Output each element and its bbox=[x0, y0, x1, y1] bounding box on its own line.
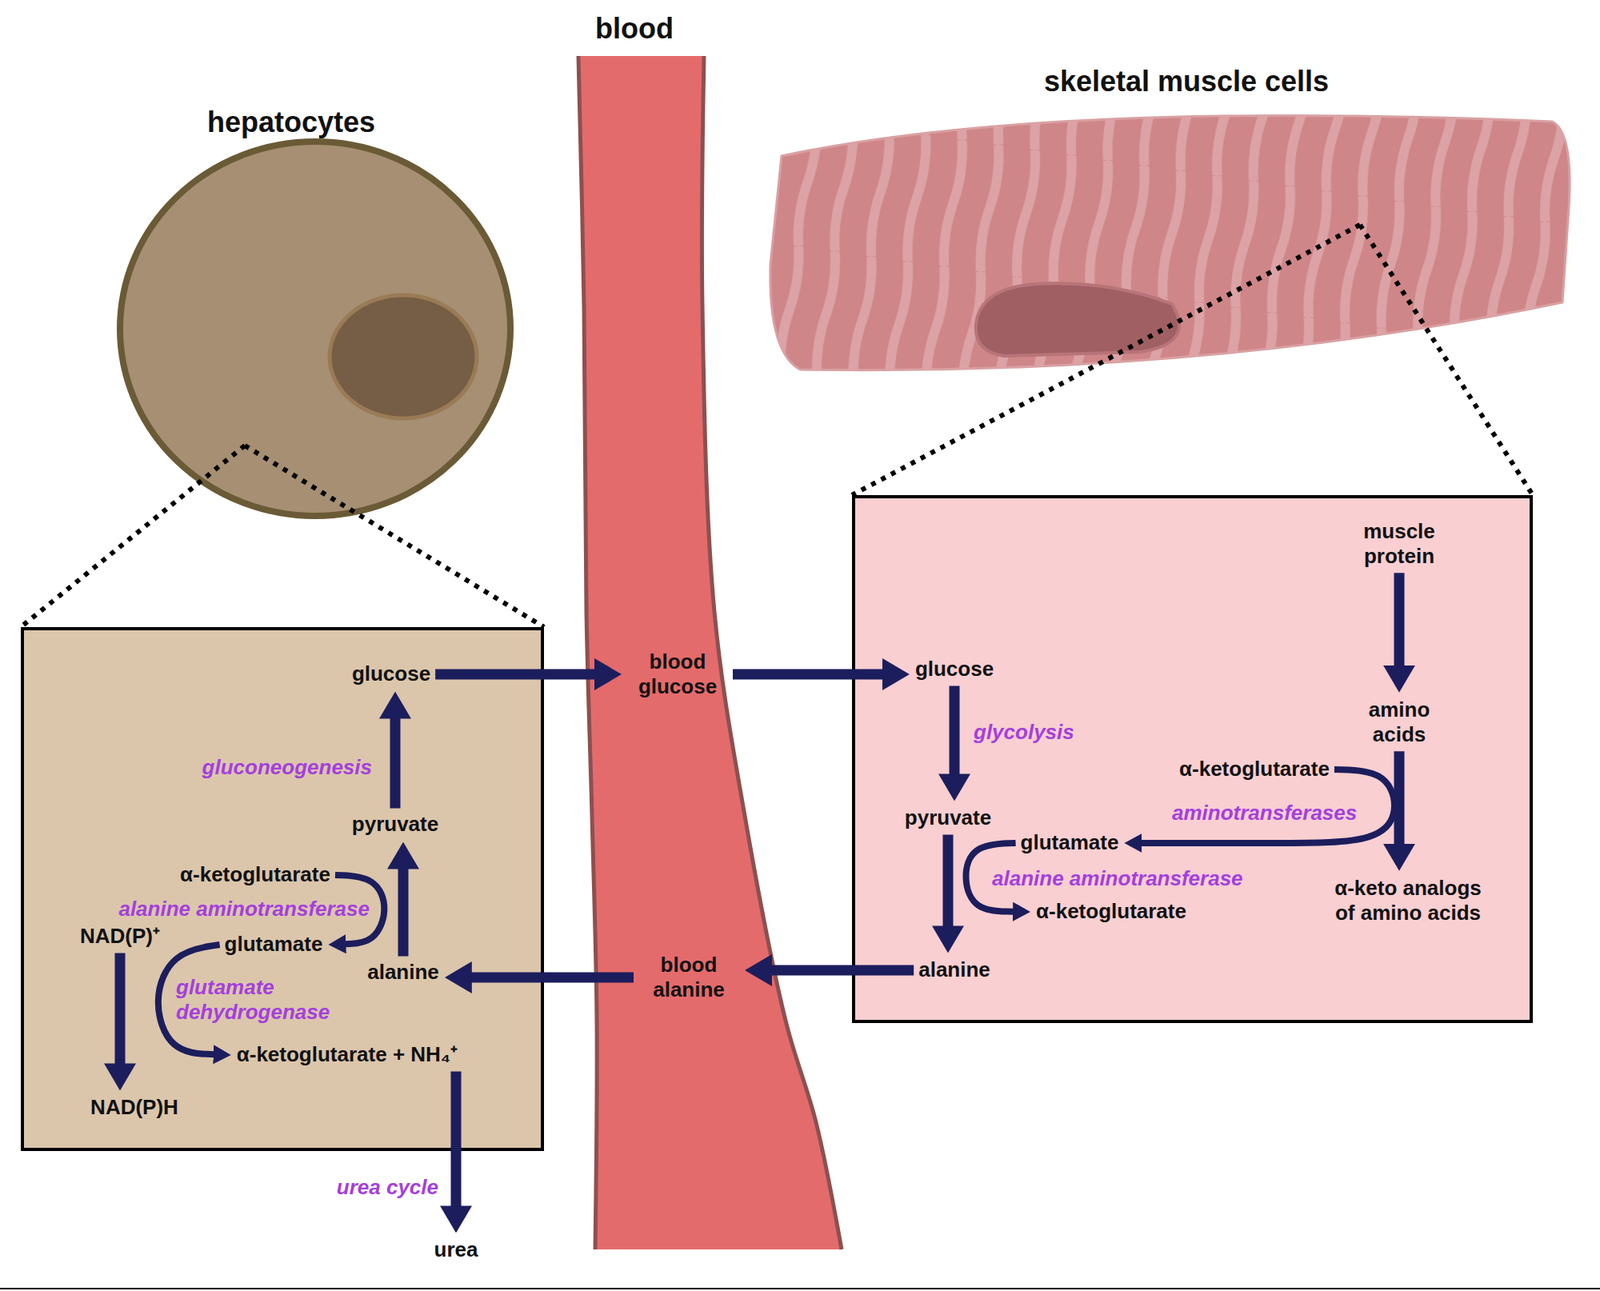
metabolite-name: glutamate bbox=[1019, 829, 1121, 856]
metabolite-name: α-ketoglutarate bbox=[1177, 756, 1332, 783]
metabolite-label: glucose bbox=[350, 660, 432, 688]
enzyme-label: alanine aminotransferase bbox=[992, 866, 1244, 892]
metabolite-name: α-ketoglutarate bbox=[178, 861, 332, 888]
metabolite-name: glucose bbox=[913, 656, 996, 683]
metabolite-name: glucose bbox=[350, 660, 432, 688]
metabolite-label: α-ketoglutarate + NH₄⁺ bbox=[235, 1041, 460, 1068]
reaction-arrow bbox=[732, 669, 884, 680]
reaction-arrow bbox=[1394, 751, 1405, 845]
metabolite-name: muscle protein bbox=[1347, 518, 1452, 570]
metabolite-label: alanine bbox=[365, 959, 441, 986]
reaction-arrow bbox=[115, 953, 126, 1065]
metabolite-name: alanine bbox=[916, 956, 992, 984]
metabolite-label: glutamate bbox=[1019, 829, 1121, 856]
metabolite-label: amino acids bbox=[1351, 696, 1448, 748]
muscle-cell: skeletal muscle cells bbox=[764, 112, 1576, 380]
metabolite-name: α-ketoglutarate + NH₄⁺ bbox=[235, 1041, 460, 1068]
enzyme-label: glycolysis bbox=[973, 720, 1075, 745]
inset-panel: glucose pyruvate alanine α-ketoglutarate glu… bbox=[20, 627, 544, 1152]
enzyme-label: gluconeogenesis bbox=[202, 755, 372, 780]
metabolite-label: α-ketoglutarate bbox=[178, 861, 332, 888]
metabolite-name: NAD(P)⁺ bbox=[78, 923, 162, 950]
enzyme-label: alanine aminotransferase bbox=[118, 896, 370, 922]
metabolite-label: muscle protein bbox=[1347, 518, 1452, 570]
cell-heading: hepatocytes bbox=[207, 104, 376, 140]
metabolite-name: blood alanine bbox=[636, 952, 741, 1004]
metabolite-name: amino acids bbox=[1351, 696, 1448, 748]
metabolite-label: glutamate bbox=[223, 931, 325, 958]
reaction-arrow bbox=[771, 965, 914, 976]
cell-heading: skeletal muscle cells bbox=[1044, 64, 1329, 99]
metabolite-name: urea bbox=[432, 1236, 480, 1264]
metabolite-label: NAD(P)⁺ bbox=[78, 923, 162, 950]
metabolite-name: α-ketoglutarate bbox=[1034, 898, 1188, 925]
reaction-arrow bbox=[389, 718, 400, 809]
reaction-arrow bbox=[398, 868, 409, 957]
metabolite-label: blood alanine bbox=[636, 952, 741, 1004]
shape-outline bbox=[764, 112, 1576, 380]
nucleus bbox=[329, 295, 477, 419]
shape-outline bbox=[112, 136, 520, 528]
metabolite-name: alanine bbox=[365, 959, 441, 986]
metabolite-label: pyruvate bbox=[903, 804, 993, 832]
metabolite-label: urea bbox=[432, 1236, 480, 1264]
reaction-arrow bbox=[451, 1072, 462, 1208]
metabolite-label: α-ketoglutarate bbox=[1034, 898, 1188, 925]
hepatocyte-outline bbox=[120, 141, 511, 516]
metabolite-label: pyruvate bbox=[350, 811, 440, 838]
muscle-fiber bbox=[770, 115, 1570, 370]
metabolite-label: α-keto analogs of amino acids bbox=[1322, 875, 1495, 927]
metabolite-label: blood glucose bbox=[625, 648, 730, 700]
striations bbox=[770, 115, 1570, 370]
enzyme-label: glutamate dehydrogenase bbox=[176, 975, 348, 1025]
reaction-arrow bbox=[471, 972, 634, 984]
bottom-rule bbox=[0, 1288, 1600, 1290]
metabolite-label: NAD(P)H bbox=[88, 1094, 180, 1121]
metabolite-label: alanine bbox=[916, 956, 992, 984]
nucleus bbox=[976, 283, 1180, 356]
reaction-arrow bbox=[949, 686, 960, 776]
metabolite-label: glucose bbox=[913, 656, 996, 683]
reaction-arrow bbox=[1394, 572, 1405, 667]
metabolite-name: pyruvate bbox=[350, 811, 440, 838]
metabolite-name: α-keto analogs of amino acids bbox=[1322, 875, 1495, 927]
reaction-arrow bbox=[942, 835, 953, 928]
metabolite-name: blood glucose bbox=[625, 648, 730, 700]
reaction-arrow bbox=[435, 669, 596, 680]
metabolite-name: pyruvate bbox=[903, 804, 993, 832]
metabolite-label: α-ketoglutarate bbox=[1177, 756, 1332, 783]
cell-heading: blood bbox=[595, 11, 674, 46]
metabolite-name: glutamate bbox=[223, 931, 325, 958]
enzyme-label: urea cycle bbox=[336, 1175, 439, 1200]
vessel-wall bbox=[578, 56, 597, 1250]
hepatocyte-cell: hepatocytes bbox=[112, 136, 520, 528]
enzyme-label: aminotransferases bbox=[1172, 800, 1357, 826]
metabolite-name: NAD(P)H bbox=[88, 1094, 180, 1121]
